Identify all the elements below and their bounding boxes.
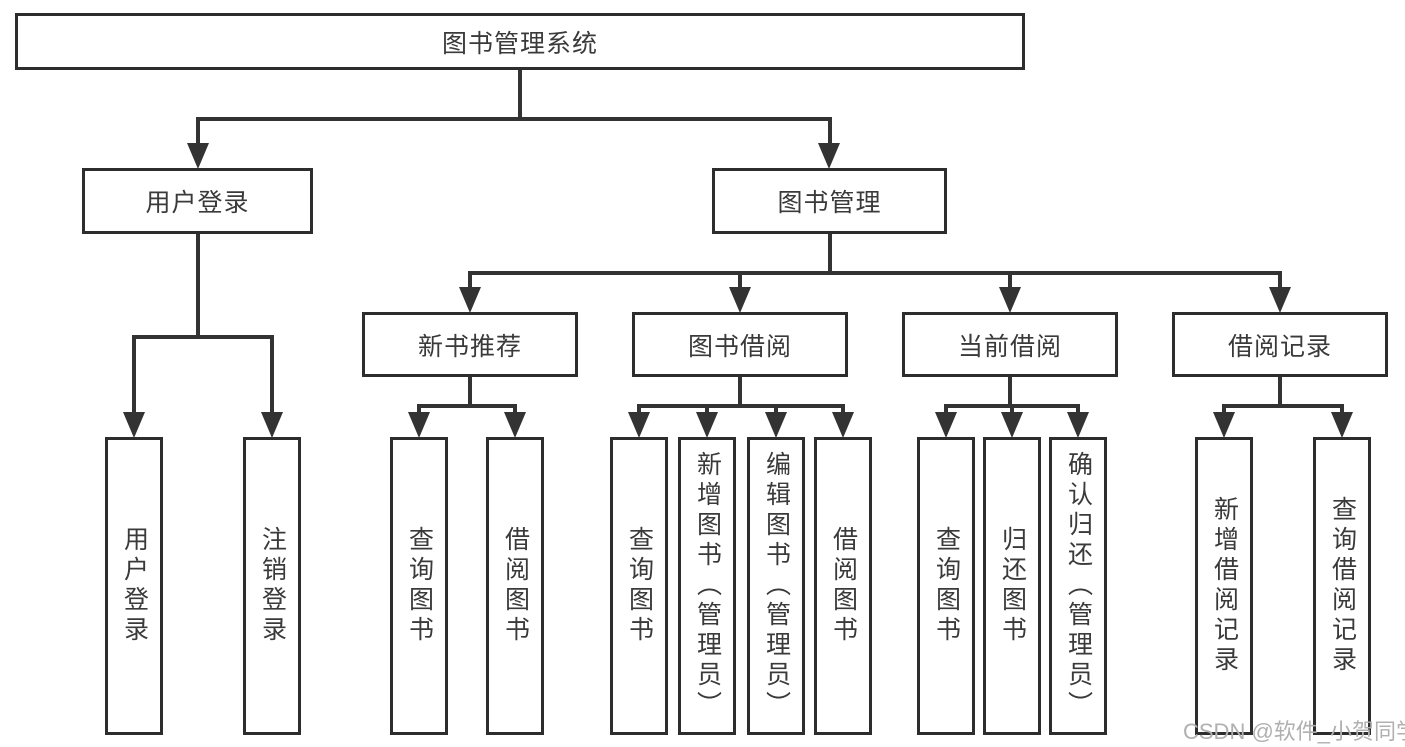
leaf-bb-borrow-book: 借阅图书: [814, 437, 872, 735]
leaf-cb-query-book: 查询图书: [917, 437, 975, 735]
arrowhead-down: [504, 412, 526, 438]
connector-stub: [738, 271, 742, 291]
arrowhead-down: [1213, 412, 1235, 438]
node-root: 图书管理系统: [15, 13, 1025, 70]
arrowhead-down: [999, 287, 1021, 313]
connector-br-bus: [1222, 404, 1344, 408]
watermark: CSDN @软件_小贺同学: [1183, 719, 1405, 744]
arrowhead-down: [408, 412, 430, 438]
connector-stub: [1278, 271, 1282, 291]
arrowhead-down: [729, 287, 751, 313]
connector-stub: [637, 404, 641, 416]
node-label: 借阅图书: [501, 526, 530, 646]
arrowhead-down: [1269, 287, 1291, 313]
connector-stub: [1222, 404, 1226, 416]
node-label: 查询图书: [625, 526, 654, 646]
arrowhead-down: [1331, 412, 1353, 438]
node-label: 查询图书: [405, 526, 434, 646]
connector-bb-stem: [738, 377, 742, 407]
connector-stub: [944, 404, 948, 416]
connector-stub: [417, 404, 421, 416]
connector-book-mgmt-stem: [828, 234, 832, 274]
leaf-bb-add-book-admin: 新增图书（管理员）: [678, 437, 736, 735]
node-label: 查询图书: [932, 526, 961, 646]
leaf-nb-borrow-book: 借阅图书: [486, 437, 544, 735]
node-label: 编辑图书（管理员）: [762, 451, 791, 721]
connector-stub: [270, 335, 274, 415]
node-new-book-recommend: 新书推荐: [362, 312, 578, 377]
arrowhead-down: [187, 143, 209, 169]
connector-stub: [513, 404, 517, 416]
arrowhead-down: [261, 412, 283, 438]
arrowhead-down: [628, 412, 650, 438]
connector-stub: [705, 404, 709, 416]
leaf-nb-query-book: 查询图书: [390, 437, 448, 735]
node-label: 新增图书（管理员）: [693, 451, 722, 721]
leaf-logout: 注销登录: [243, 437, 301, 735]
node-user-login: 用户登录: [82, 168, 313, 234]
node-label: 借阅图书: [829, 526, 858, 646]
arrowhead-down: [1067, 412, 1089, 438]
node-label: 新增借阅记录: [1210, 496, 1239, 676]
node-label: 注销登录: [258, 526, 287, 646]
leaf-bb-query-book: 查询图书: [610, 437, 668, 735]
connector-stub: [828, 117, 832, 147]
arrowhead-down: [459, 287, 481, 313]
connector-stub: [1076, 404, 1080, 416]
connector-stub: [132, 335, 136, 415]
connector-cb-stem: [1008, 377, 1012, 407]
leaf-br-add-record: 新增借阅记录: [1195, 437, 1253, 735]
leaf-bb-edit-book-admin: 编辑图书（管理员）: [747, 437, 805, 735]
connector-user-login-bus: [132, 335, 274, 339]
connector-stub: [1010, 404, 1014, 416]
connector-nb-stem: [468, 377, 472, 407]
node-book-borrow: 图书借阅: [632, 312, 848, 377]
leaf-cb-return-book: 归还图书: [983, 437, 1041, 735]
arrowhead-down: [832, 412, 854, 438]
connector-stub: [1340, 404, 1344, 416]
arrowhead-down: [935, 412, 957, 438]
connector-user-login-stem: [196, 234, 200, 337]
connector-stub: [196, 117, 200, 147]
connector-nb-bus: [417, 404, 517, 408]
connector-level3-bus: [468, 271, 1282, 275]
connector-stub: [774, 404, 778, 416]
node-current-borrow: 当前借阅: [902, 312, 1118, 377]
leaf-br-query-record: 查询借阅记录: [1313, 437, 1371, 735]
connector-bb-bus: [637, 404, 845, 408]
node-label: 归还图书: [998, 526, 1027, 646]
node-borrow-record: 借阅记录: [1172, 312, 1388, 377]
connector-stub: [841, 404, 845, 416]
leaf-cb-confirm-return-admin: 确认归还（管理员）: [1049, 437, 1107, 735]
connector-stub: [1008, 271, 1012, 291]
connector-stub: [468, 271, 472, 291]
arrowhead-down: [123, 412, 145, 438]
arrowhead-down: [818, 143, 840, 169]
node-label: 用户登录: [120, 526, 149, 646]
arrowhead-down: [1001, 412, 1023, 438]
connector-root-stem: [518, 70, 522, 120]
connector-br-stem: [1278, 377, 1282, 407]
leaf-user-login: 用户登录: [105, 437, 163, 735]
node-book-management: 图书管理: [712, 168, 947, 234]
node-label: 查询借阅记录: [1328, 496, 1357, 676]
node-label: 确认归还（管理员）: [1064, 451, 1093, 721]
arrowhead-down: [765, 412, 787, 438]
connector-level2-bus: [196, 117, 831, 121]
arrowhead-down: [696, 412, 718, 438]
